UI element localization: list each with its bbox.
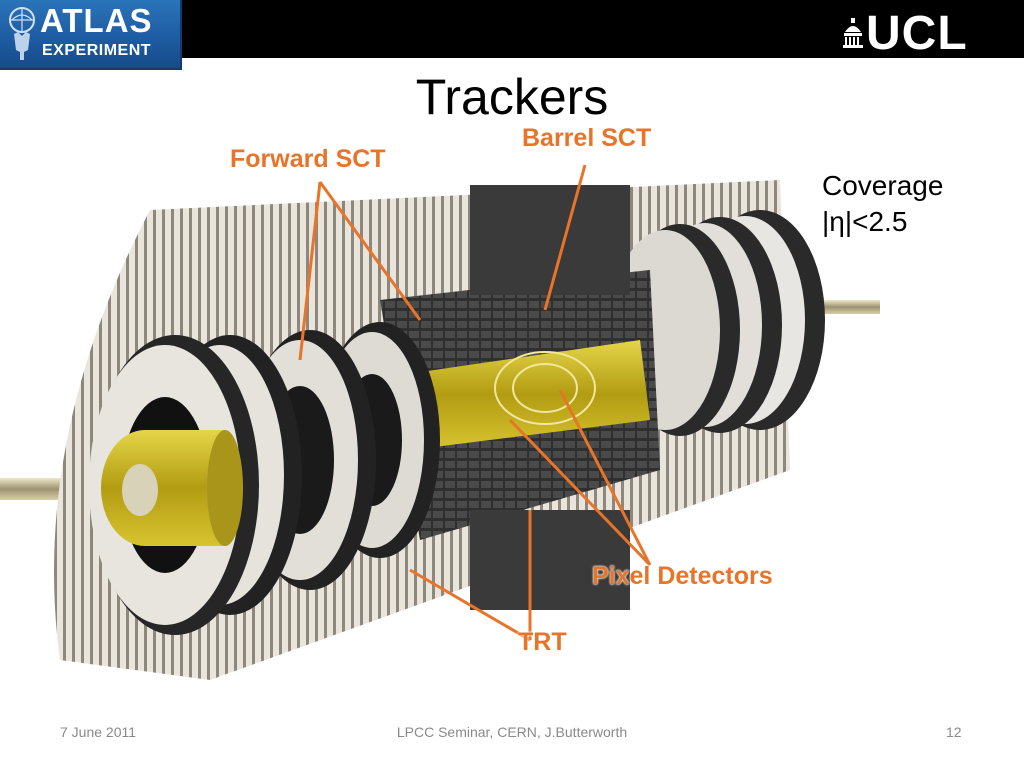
coverage-note: Coverage |η|<2.5 bbox=[822, 168, 943, 240]
leader-pixel-2 bbox=[558, 389, 652, 566]
atlas-logo-text: ATLAS bbox=[40, 2, 153, 39]
ucl-logo: UCL bbox=[842, 7, 992, 60]
coverage-line-2: |η|<2.5 bbox=[822, 206, 908, 237]
atlas-logo-subtext: EXPERIMENT bbox=[42, 42, 152, 59]
inner-detector-cutaway bbox=[0, 164, 880, 680]
coverage-line-1: Coverage bbox=[822, 170, 944, 201]
label-barrel-sct: Barrel SCT bbox=[522, 124, 652, 152]
leader-forward-sct-2 bbox=[318, 181, 422, 321]
leader-pixel-1 bbox=[508, 418, 652, 567]
label-forward-sct: Forward SCT bbox=[230, 145, 386, 173]
barrel-sct-bottom-block bbox=[470, 510, 630, 610]
footer-page-number: 12 bbox=[946, 724, 962, 740]
slide-title: Trackers bbox=[415, 69, 609, 125]
leader-barrel-sct bbox=[543, 164, 587, 311]
pixel-barrel-layers bbox=[494, 351, 596, 425]
label-trt: TRT bbox=[518, 628, 567, 656]
leader-lines bbox=[298, 164, 652, 642]
right-endcap-wheels bbox=[610, 210, 825, 436]
footer-date: 7 June 2011 bbox=[60, 724, 137, 740]
label-pixel-detectors: Pixel Detectors bbox=[592, 562, 773, 590]
ucl-dome-icon bbox=[843, 18, 863, 48]
beam-pipe-right bbox=[820, 300, 880, 314]
tracker-diagram: Forward SCT Barrel SCT Pixel Detectors T… bbox=[0, 120, 880, 710]
leader-trt-2 bbox=[409, 568, 531, 642]
atlas-logo: ATLAS EXPERIMENT bbox=[0, 0, 182, 70]
atlas-figure-icon bbox=[9, 7, 35, 60]
footer-title: LPCC Seminar, CERN, J.Butterworth bbox=[396, 724, 628, 740]
barrel-sct-top-block bbox=[470, 185, 630, 295]
ucl-logo-text: UCL bbox=[866, 7, 968, 60]
leader-forward-sct-1 bbox=[298, 181, 322, 361]
